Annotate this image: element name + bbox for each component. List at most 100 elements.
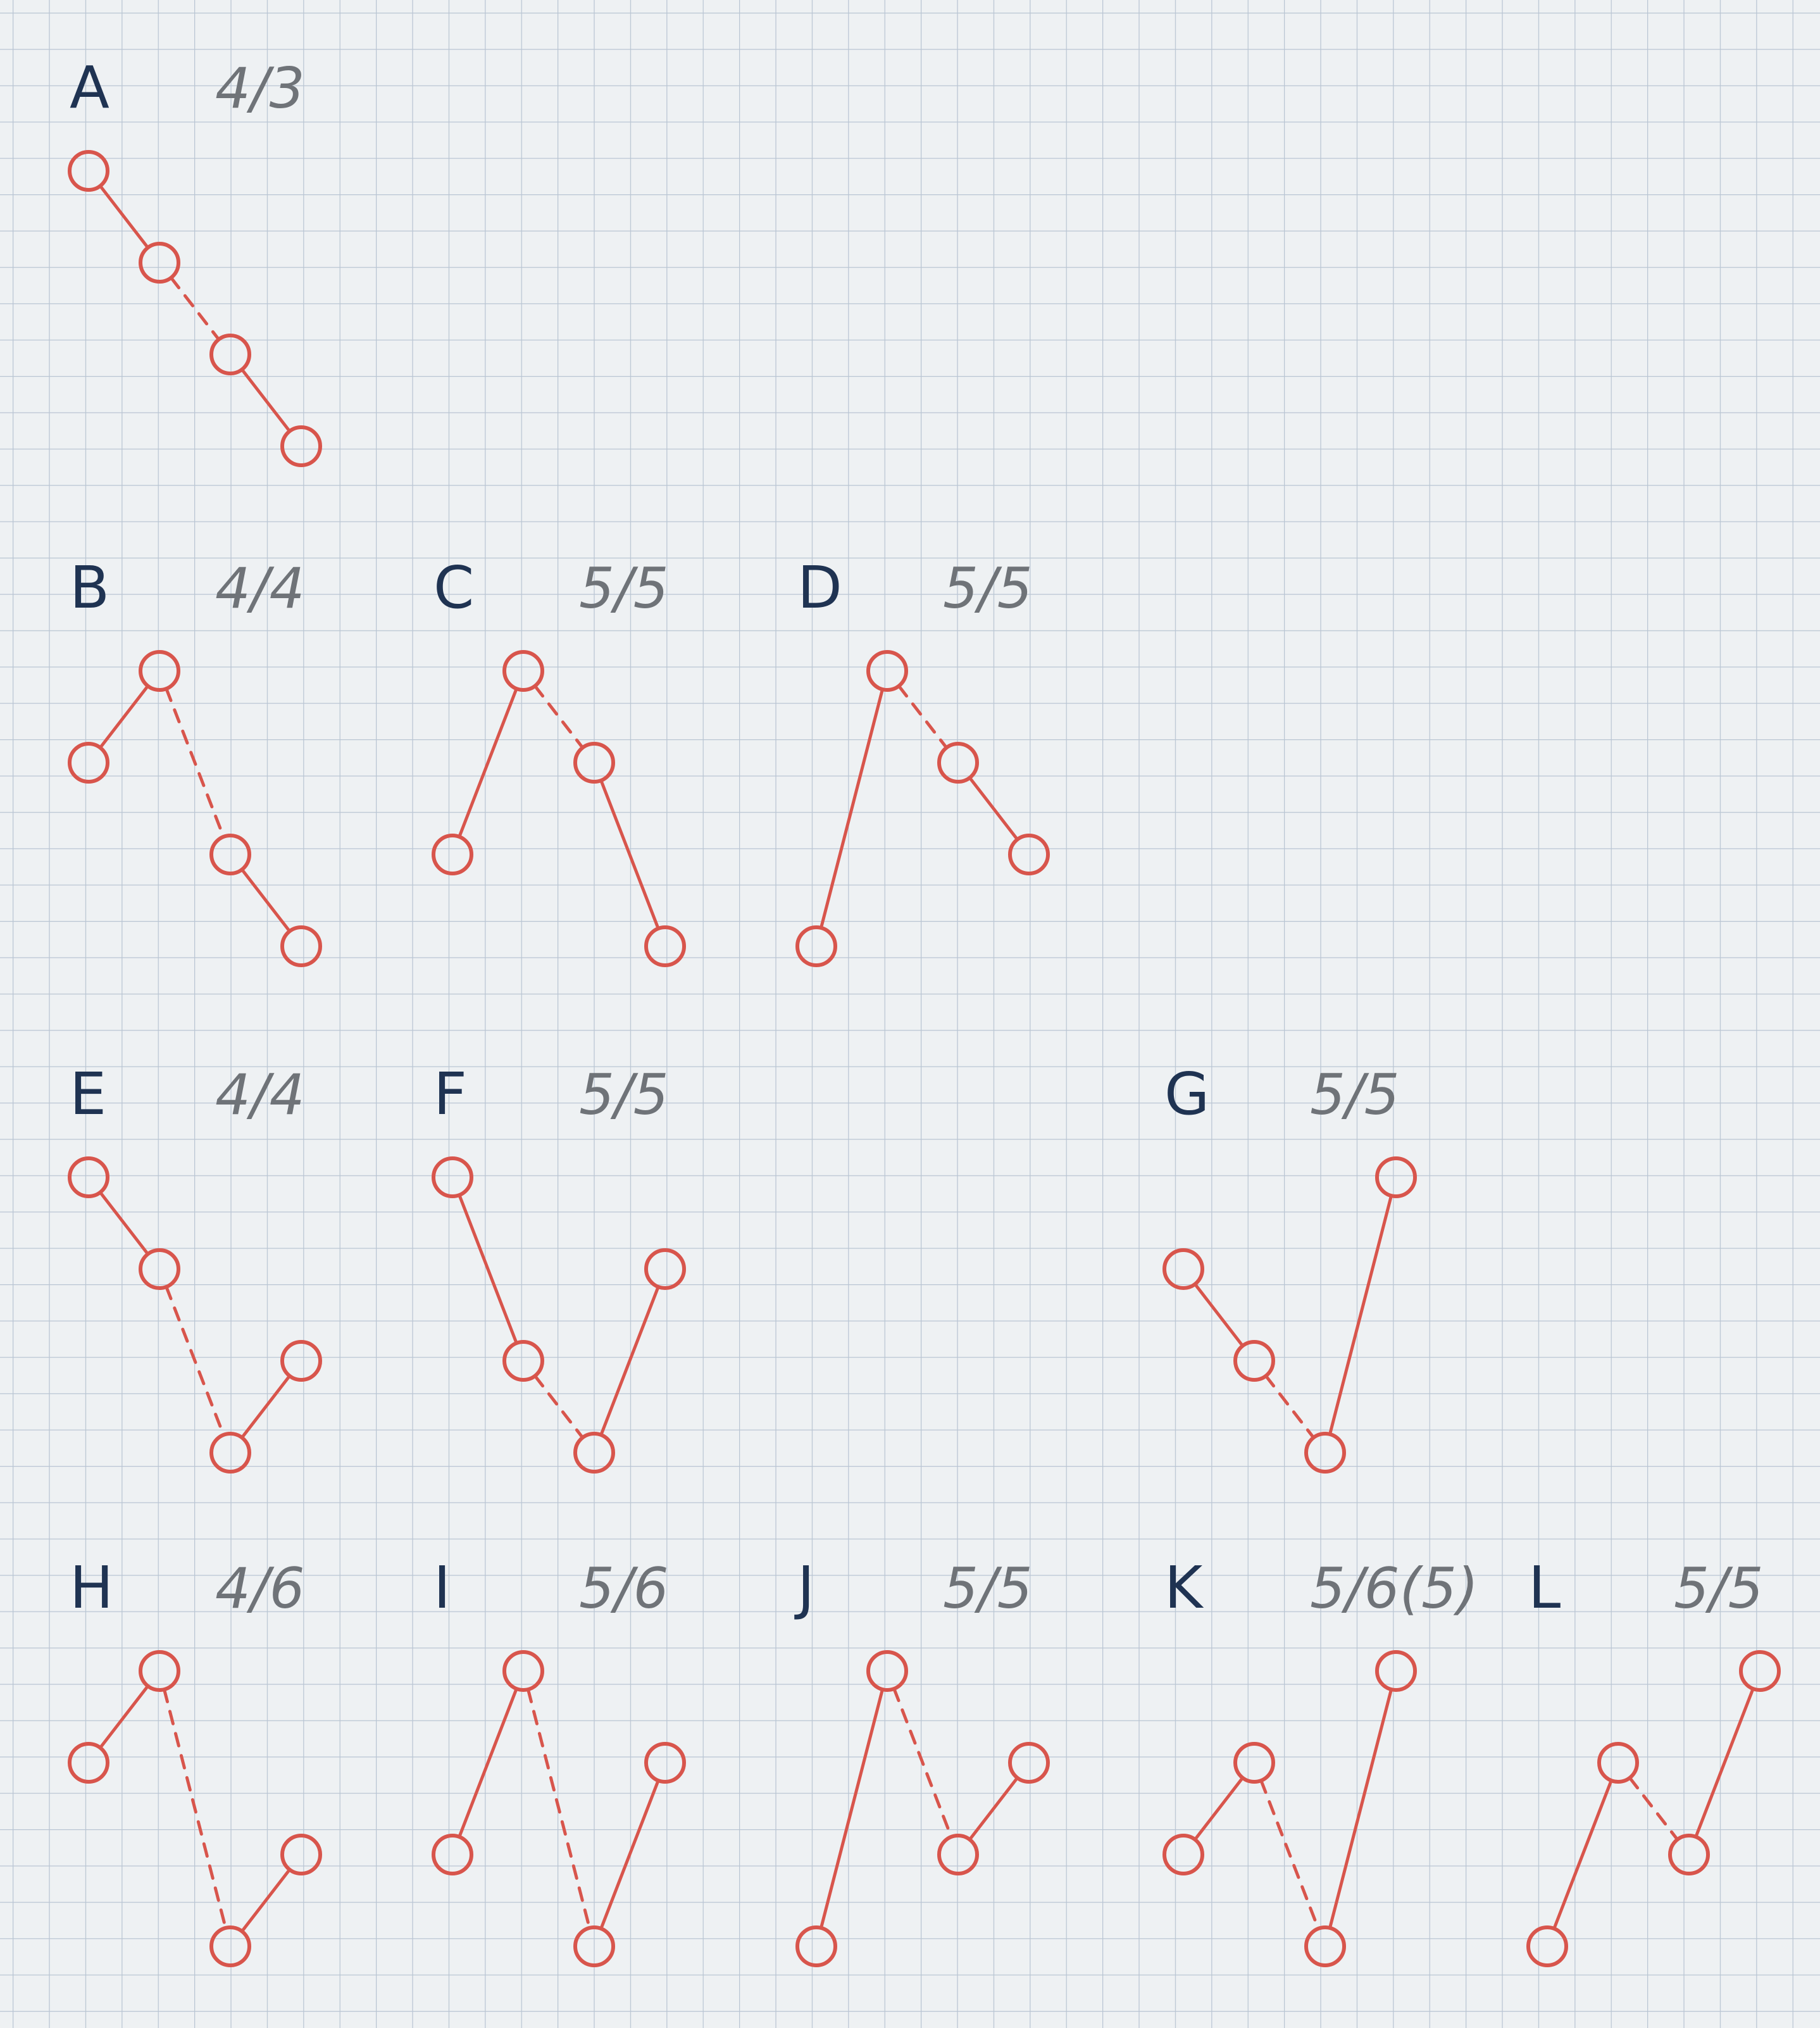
- diagram-ratio: 4/3: [215, 56, 305, 121]
- solid-edge: [458, 1687, 518, 1839]
- solid-edge: [458, 687, 518, 839]
- solid-edge: [240, 1374, 292, 1439]
- node-circle: [573, 742, 615, 784]
- dashed-edge: [1259, 1779, 1320, 1931]
- node-circle: [644, 1248, 686, 1290]
- node-circle: [209, 1432, 251, 1474]
- diagram-ratio: 4/4: [215, 1062, 305, 1127]
- solid-edge: [599, 779, 660, 930]
- diagram-ratio: 5/5: [579, 556, 669, 621]
- diagram-ratio: 5/6: [579, 1556, 669, 1621]
- node-circle: [139, 242, 180, 284]
- dashed-edge: [533, 1374, 585, 1439]
- diagram-ratio: 5/5: [943, 556, 1033, 621]
- diagram-k: K 5/6(5): [1162, 1554, 1478, 1967]
- diagram-ratio: 4/6: [215, 1556, 305, 1621]
- dashed-edge: [526, 1687, 592, 1930]
- node-circle: [866, 650, 908, 692]
- diagram-letter: E: [70, 1060, 106, 1128]
- diagram-letter: G: [1164, 1060, 1209, 1128]
- node-circle: [1162, 1834, 1204, 1875]
- node-circle: [280, 425, 322, 467]
- node-circle: [209, 1925, 251, 1967]
- dashed-edge: [162, 1687, 228, 1930]
- node-circle: [937, 742, 979, 784]
- node-circle: [209, 334, 251, 375]
- node-circle: [502, 650, 544, 692]
- solid-edge: [98, 1684, 150, 1749]
- node-circle: [1526, 1925, 1568, 1967]
- node-circle: [68, 1156, 109, 1198]
- node-circle: [139, 1248, 180, 1290]
- diagram-letter: H: [70, 1554, 113, 1622]
- diagram-letter: I: [433, 1554, 451, 1622]
- dashed-edge: [165, 687, 225, 839]
- dashed-edge: [165, 1285, 225, 1437]
- node-circle: [502, 1650, 544, 1692]
- node-circle: [280, 1340, 322, 1382]
- node-circle: [573, 1432, 615, 1474]
- diagram-ratio: 5/6(5): [1310, 1556, 1478, 1621]
- node-circle: [280, 925, 322, 967]
- dashed-edge: [892, 1687, 953, 1839]
- solid-edge: [240, 868, 292, 933]
- diagram-letter: D: [797, 554, 842, 622]
- node-circle: [139, 650, 180, 692]
- node-circle: [432, 1156, 473, 1198]
- node-circle: [432, 1834, 473, 1875]
- diagram-h: H 4/6: [68, 1554, 322, 1967]
- solid-edge: [98, 184, 150, 249]
- node-circle: [1739, 1650, 1781, 1692]
- dashed-edge: [1628, 1776, 1680, 1841]
- diagram-j: J 5/5: [794, 1554, 1050, 1967]
- diagram-ratio: 5/5: [1674, 1556, 1764, 1621]
- node-circle: [1233, 1340, 1275, 1382]
- diagram-f: F 5/5: [432, 1060, 686, 1474]
- dashed-edge: [169, 276, 221, 341]
- solid-edge: [1193, 1282, 1245, 1348]
- solid-edge: [1193, 1776, 1245, 1841]
- diagram-letter: C: [433, 554, 474, 622]
- node-circle: [795, 1925, 837, 1967]
- solid-edge: [1328, 1194, 1393, 1436]
- dashed-edge: [1264, 1374, 1316, 1439]
- solid-edge: [1552, 1779, 1613, 1931]
- solid-edge: [240, 1868, 292, 1933]
- solid-edge: [819, 687, 885, 930]
- node-circle: [1233, 1742, 1275, 1784]
- node-circle: [432, 834, 473, 875]
- solid-edge: [1328, 1687, 1393, 1930]
- node-circle: [644, 925, 686, 967]
- diagram-c: C 5/5: [432, 554, 686, 967]
- node-circle: [866, 1650, 908, 1692]
- diagram-ratio: 4/4: [215, 556, 305, 621]
- node-circle: [1008, 834, 1050, 875]
- node-circle: [1304, 1432, 1346, 1474]
- diagram-letter: K: [1164, 1554, 1204, 1622]
- diagram-ratio: 5/5: [943, 1556, 1033, 1621]
- diagram-ratio: 5/5: [579, 1062, 669, 1127]
- node-circle: [1668, 1834, 1710, 1875]
- node-circle: [1375, 1156, 1417, 1198]
- solid-edge: [98, 684, 150, 749]
- dashed-edge: [533, 684, 585, 749]
- diagram-e: E 4/4: [68, 1060, 322, 1474]
- solid-edge: [458, 1193, 518, 1345]
- diagram-letter: F: [433, 1060, 467, 1128]
- node-circle: [1304, 1925, 1346, 1967]
- diagram-letter: J: [794, 1554, 814, 1622]
- node-circle: [795, 925, 837, 967]
- solid-edge: [968, 1776, 1019, 1841]
- node-circle: [573, 1925, 615, 1967]
- node-circle: [1375, 1650, 1417, 1692]
- node-circle: [209, 834, 251, 875]
- node-circle: [937, 1834, 979, 1875]
- dashed-edge: [897, 684, 949, 749]
- solid-edge: [98, 1191, 150, 1256]
- solid-edge: [819, 1687, 885, 1930]
